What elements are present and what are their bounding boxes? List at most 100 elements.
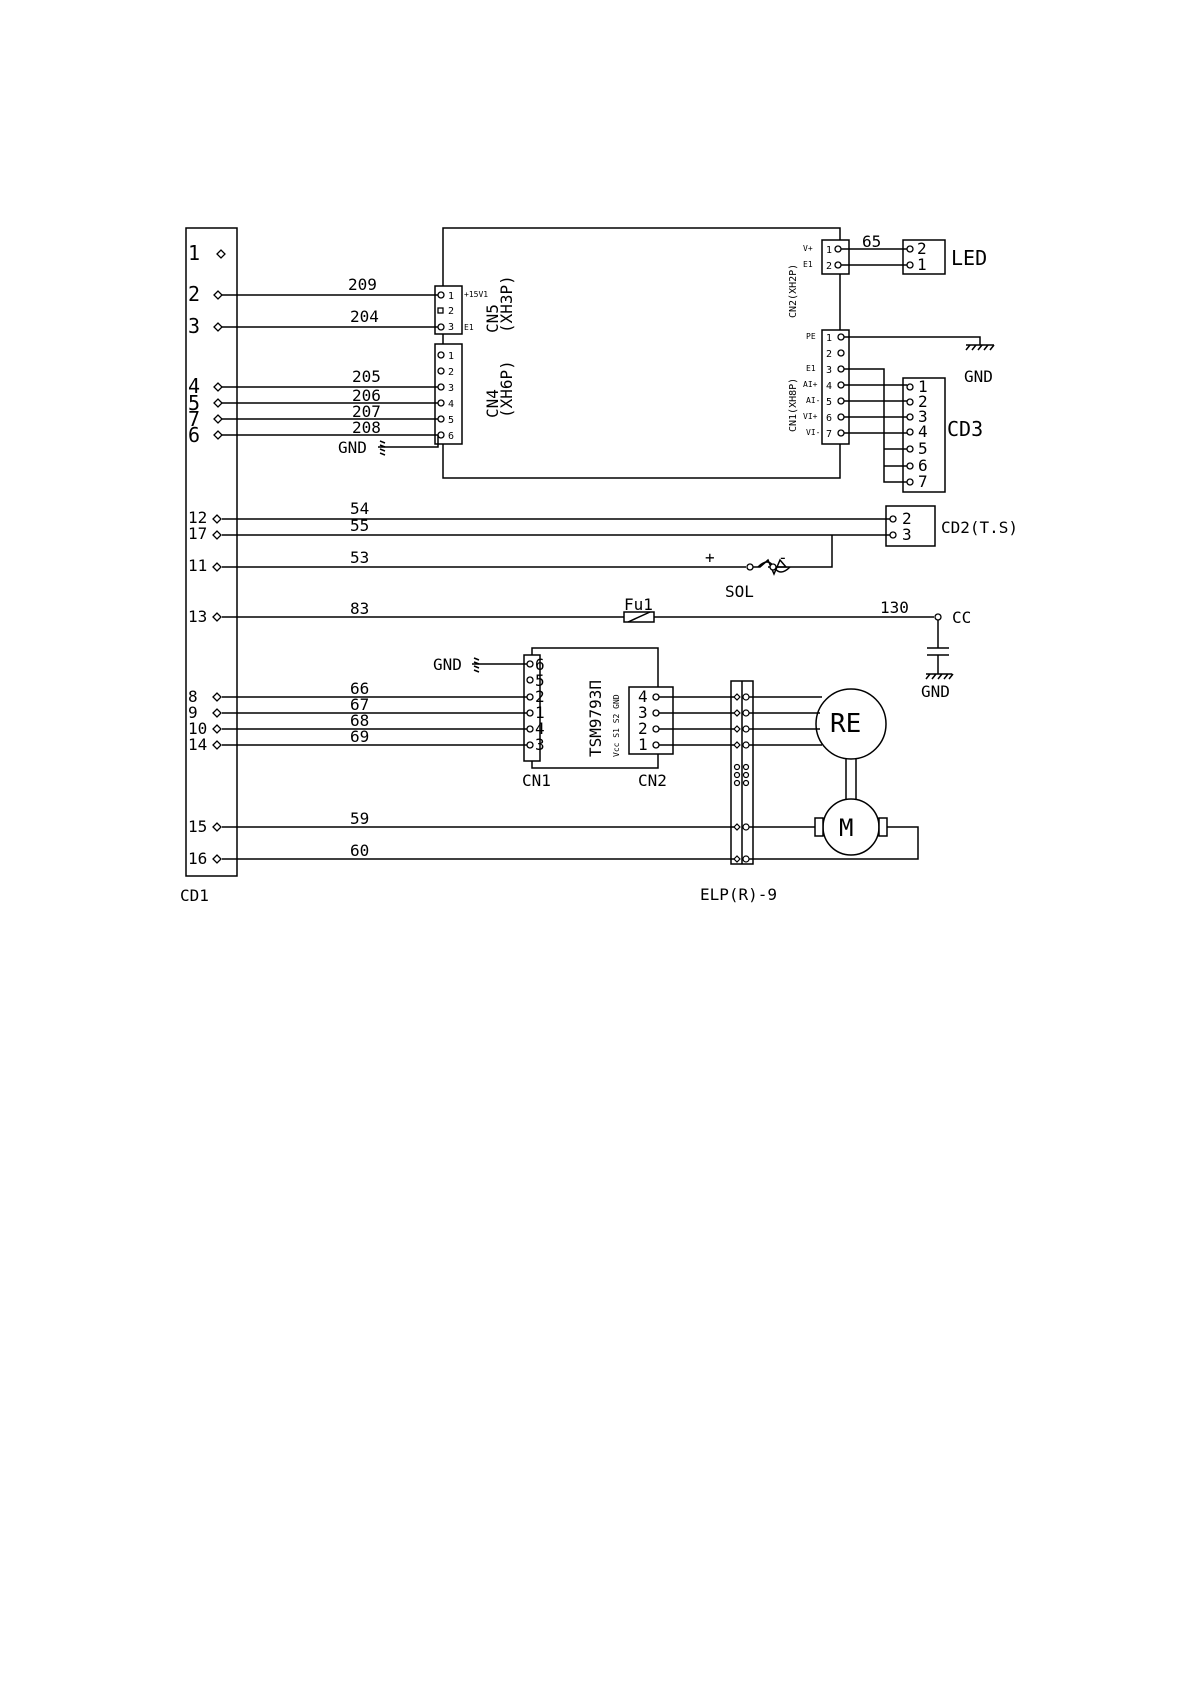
cn5-pin-2: 2	[448, 306, 454, 317]
tsm-sublabel: Vcc S1 S2 GND	[612, 694, 621, 757]
wire-68: 68	[350, 711, 369, 730]
wire-206: 206	[352, 386, 381, 405]
cd1-pin-4: 4	[188, 374, 200, 398]
cn5-tag-e1: E1	[464, 323, 474, 332]
wire-66: 66	[350, 679, 369, 698]
wire-55: 55	[350, 516, 369, 535]
cn5-type: (XH3P)	[497, 275, 516, 333]
cd1-pin-9: 9	[188, 703, 198, 722]
led-pin-1: 1	[917, 255, 927, 274]
motor-label: M	[839, 814, 853, 842]
tsm-cn1-pin-5: 5	[535, 671, 545, 690]
wire-207: 207	[352, 402, 381, 421]
fuse-label: Fu1	[624, 595, 653, 614]
tsm-label: TSM9793Π	[586, 680, 605, 757]
elp-label: ELP(R)-9	[700, 885, 777, 904]
wire-83: 83	[350, 599, 369, 618]
sol-minus: -	[778, 548, 788, 567]
sol-label: SOL	[725, 582, 754, 601]
cd3-pin-6: 6	[918, 456, 928, 475]
tsm-cn1-pin-2: 2	[535, 687, 545, 706]
board-cn1-tag-ai-plus: AI+	[803, 380, 818, 389]
cd3-pin-7: 7	[918, 472, 928, 491]
wire-67: 67	[350, 695, 369, 714]
re-label: RE	[830, 709, 861, 739]
led-label: LED	[951, 246, 987, 270]
board-cn1-pin-3: 3	[826, 365, 832, 376]
board-cn1-tag-vi-minus: VI-	[806, 428, 820, 437]
board-cn1-pin-1: 1	[826, 333, 832, 344]
cc-label: CC	[952, 608, 971, 627]
gnd-label-cc: GND	[921, 682, 950, 701]
cd3-label: CD3	[947, 417, 983, 441]
cn4-pin-6: 6	[448, 431, 454, 442]
led-pin-2: 2	[917, 239, 927, 258]
cd1-pin-15: 15	[188, 817, 207, 836]
cd1-pin-12: 12	[188, 508, 207, 527]
board-cn1-pin-7: 7	[826, 429, 832, 440]
cd3-pin-5: 5	[918, 439, 928, 458]
cd1-pin-labels: 1 2 3 4 5 7 6 12 17 11 13 8 9 10 14 15 1…	[188, 241, 207, 868]
board-cn1-tag-e1: E1	[806, 364, 816, 373]
board-cn1-pin-6: 6	[826, 413, 832, 424]
cn4-connector	[434, 343, 463, 445]
board-cn2-pin-1: 1	[826, 245, 832, 256]
tsm-cn1-pin-3: 3	[535, 735, 545, 754]
cn5-pin-3: 3	[448, 322, 454, 333]
cn4-pin-4: 4	[448, 399, 454, 410]
board-cn2-tag-v: V+	[803, 244, 813, 253]
cd2-label: CD2(T.S)	[941, 518, 1018, 537]
wire-65: 65	[862, 232, 881, 251]
cn5-label: CN5	[483, 304, 502, 333]
wire-60: 60	[350, 841, 369, 860]
board-cn2-pin-2: 2	[826, 261, 832, 272]
tsm-cn1-label: CN1	[522, 771, 551, 790]
cd1-pin-7: 7	[188, 407, 200, 431]
cd1-pin-17: 17	[188, 524, 207, 543]
sol-plus: +	[705, 548, 715, 567]
board-cn2-tag-e1: E1	[803, 260, 813, 269]
cd1-pin-16: 16	[188, 849, 207, 868]
board-cn2-label: CN2(XH2P)	[788, 264, 799, 318]
wire-69: 69	[350, 727, 369, 746]
board-cn1-tag-vi-plus: VI+	[803, 412, 818, 421]
cd1-terminals	[212, 249, 226, 864]
cn5-pin-1: 1	[448, 291, 454, 302]
tsm-cn2-pin-1: 1	[638, 735, 648, 754]
board-cn1-tag-ai-minus: AI-	[806, 396, 820, 405]
tsm-cn2-pin-2: 2	[638, 719, 648, 738]
tsm-cn1-pin-4: 4	[535, 719, 545, 738]
board-cn1-tag-pe: PE	[806, 332, 816, 341]
board-cn1-pin-4: 4	[826, 381, 832, 392]
gnd-label-pe: GND	[964, 367, 993, 386]
cd1-pin-14: 14	[188, 735, 207, 754]
cn4-pin-1: 1	[448, 351, 454, 362]
cd3-pin-4: 4	[918, 422, 928, 441]
board-cn2-connector	[821, 239, 850, 275]
cd1-pin-5: 5	[188, 391, 200, 415]
cd1-pin-1: 1	[188, 241, 200, 265]
tsm-cn1-pin-6: 6	[535, 655, 545, 674]
cn4-pin-2: 2	[448, 367, 454, 378]
wire-209: 209	[348, 275, 377, 294]
cd3-pin-1: 1	[918, 377, 928, 396]
cd2-pin-2: 2	[902, 509, 912, 528]
cd1-pin-13: 13	[188, 607, 207, 626]
cn5-tag-15v: +15V1	[464, 290, 488, 299]
cd2-connector	[885, 505, 936, 547]
cd1-label: CD1	[180, 886, 209, 905]
cd1-pin-8: 8	[188, 687, 198, 706]
cd1-pin-11: 11	[188, 556, 207, 575]
cn4-label: CN4	[483, 389, 502, 418]
wire-204: 204	[350, 307, 379, 326]
wire-54: 54	[350, 499, 369, 518]
cn4-type: (XH6P)	[497, 360, 516, 418]
wire-59: 59	[350, 809, 369, 828]
cd2-pin-3: 3	[902, 525, 912, 544]
control-board	[442, 227, 841, 479]
wire-53: 53	[350, 548, 369, 567]
cd1-pin-10: 10	[188, 719, 207, 738]
board-cn1-pin-2: 2	[826, 349, 832, 360]
board-cn1-connector	[821, 329, 850, 445]
